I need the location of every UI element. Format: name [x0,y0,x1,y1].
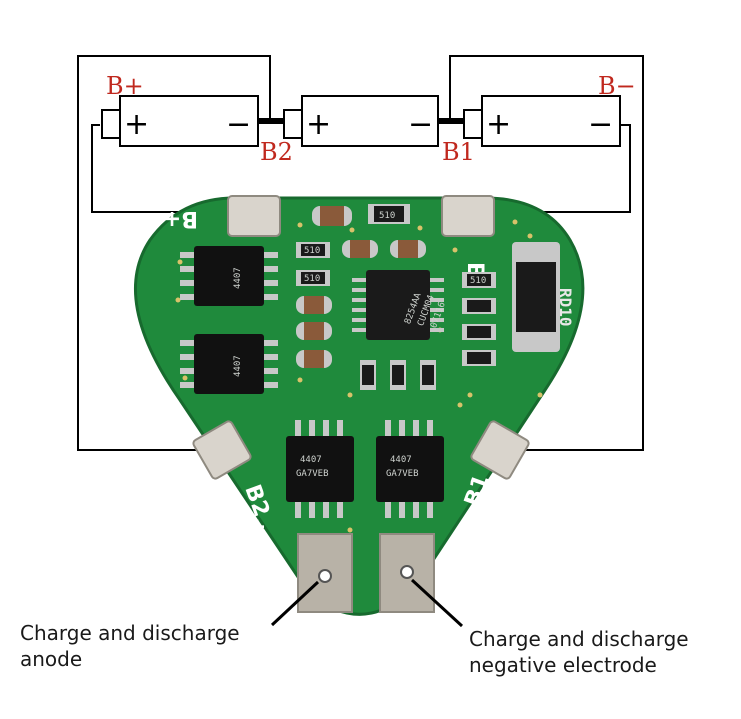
silk-p-plus: P+ [245,517,270,552]
callout-anode-line1: Charge and discharge [20,621,240,645]
wire-bplus [91,124,240,213]
mosfet-br-code: GA7VEB [386,469,419,479]
battery-cell-3: + − [438,95,621,147]
pointer-anode [270,580,320,627]
mosfet-bottom-right: 4407 GA7VEB [376,420,444,518]
wiring [77,55,644,451]
pad-b-minus [441,195,495,237]
mosfet-bl-text: 4407 [300,455,322,465]
cell-3-minus: − [588,107,613,142]
capacitors [296,206,426,368]
pointer-negative [410,578,464,628]
callout-anode-line2: anode [20,647,83,671]
callout-negative: Charge and discharge negative electrode [469,626,689,678]
wire-bminus [470,124,631,213]
cell-2-minus: − [408,107,433,142]
callout-pointers [270,578,464,628]
silk-b-plus: B+ [163,206,198,231]
shunt-resistor: RD10 [512,242,575,352]
small-resistor-3: 510 [470,276,486,286]
callout-negative-line2: negative electrode [469,653,657,677]
label-b-minus: B− [598,72,636,100]
label-b1: B1 [442,138,475,166]
label-b2: B2 [260,138,293,166]
mosfet-left-top-text: 4407 [233,267,243,289]
smd-resistor-top: 510 [368,204,410,224]
silk-p-minus: P- [440,550,465,575]
cell-1-minus: − [226,107,251,142]
mosfet-left-bottom: 4407 [180,334,278,394]
mosfet-bottom-left: 4407 GA7VEB [286,420,354,518]
shunt-text: RD10 [556,288,575,327]
pad-b-plus [227,195,281,237]
battery-cell-2: + − [258,95,439,147]
resistor-text: 510 [379,211,395,221]
wire-b2 [77,55,271,451]
mosfet-bl-code: GA7VEB [296,469,329,479]
small-resistor-2: 510 [304,274,320,284]
label-b-plus: B+ [106,72,144,100]
pad-b2 [192,420,252,480]
cell-2-plus: + [306,107,331,142]
small-resistors: 510 510 510 [296,242,496,390]
battery-cell-1: + − [101,95,259,147]
cell-1-plus: + [124,107,149,142]
cell-3-plus: + [486,107,511,142]
pad-b1 [470,420,530,480]
small-resistor-1: 510 [304,246,320,256]
mosfet-br-text: 4407 [390,455,412,465]
mosfet-left-bottom-text: 4407 [233,355,243,377]
solder-pads [192,195,530,613]
callout-anode: Charge and discharge anode [20,620,240,672]
callout-negative-line1: Charge and discharge [469,627,689,651]
mosfet-left-top: 4407 [180,246,278,306]
wire-b1 [449,55,644,451]
protection-ic: 8254AA CUCM04 07116 [352,270,448,340]
